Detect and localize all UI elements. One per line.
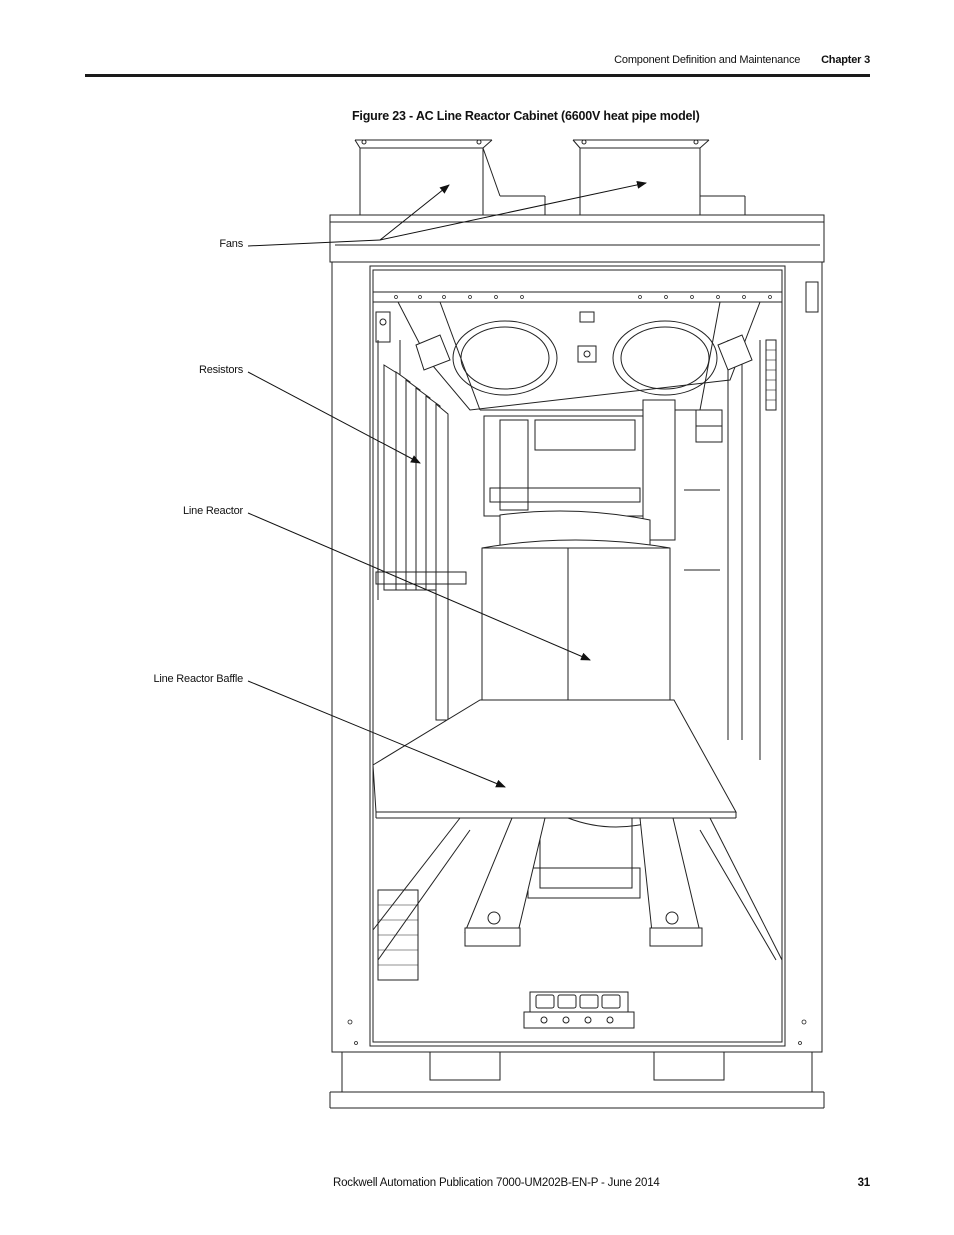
line-reactor-leader: [247, 512, 591, 661]
running-header: Component Definition and Maintenance Cha…: [614, 54, 870, 66]
fans-leader-arrow-b: [379, 180, 647, 241]
fans-leader-left: [247, 239, 381, 247]
fan-housing-left: [354, 139, 546, 216]
callout-line-reactor-baffle: Line Reactor Baffle: [153, 673, 243, 685]
resistor-plates: [375, 311, 467, 721]
chapter-label: Chapter 3: [821, 54, 870, 66]
baffle-leader: [247, 680, 506, 788]
fans-leader-arrow-a: [379, 184, 450, 241]
resistors-leader: [247, 371, 421, 464]
fan-housing-right: [572, 139, 746, 216]
callout-fans: Fans: [219, 238, 243, 250]
callout-resistors: Resistors: [198, 364, 243, 376]
figure-caption: Figure 23 - AC Line Reactor Cabinet (660…: [352, 109, 700, 123]
section-title: Component Definition and Maintenance: [614, 54, 801, 66]
callout-line-reactor: Line Reactor: [183, 505, 243, 517]
page-number: 31: [857, 1177, 871, 1189]
header-rule: [85, 74, 870, 77]
publication-id: Rockwell Automation Publication 7000-UM2…: [333, 1177, 660, 1189]
